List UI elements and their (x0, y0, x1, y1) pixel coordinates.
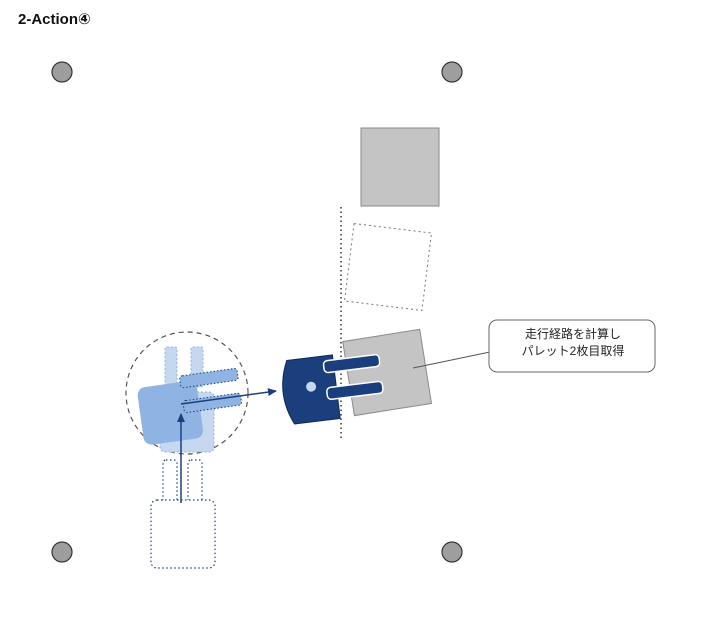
callout-line-2: パレット2枚目取得 (521, 344, 625, 358)
pallet-1 (360, 127, 440, 207)
pallet-2 (342, 328, 433, 417)
pallet-ghost (343, 222, 433, 312)
robot-rotating (137, 368, 243, 445)
pillar-top-right (441, 61, 463, 83)
pillar-markers (51, 61, 463, 563)
pillar-bottom-right (441, 541, 463, 563)
robot-ghost-bottom (150, 459, 216, 569)
arrow-right (180, 388, 277, 405)
pillar-bottom-left (51, 541, 73, 563)
rotation-circle (125, 331, 249, 455)
callout-text: 走行経路を計算し パレット2枚目取得 (490, 326, 656, 360)
pillar-top-left (51, 61, 73, 83)
robot-current (282, 353, 384, 425)
callout-pointer (412, 351, 491, 369)
diagram-title: 2-Action④ (18, 11, 91, 28)
callout-box (488, 319, 656, 373)
callout-line-1: 走行経路を計算し (524, 327, 621, 341)
